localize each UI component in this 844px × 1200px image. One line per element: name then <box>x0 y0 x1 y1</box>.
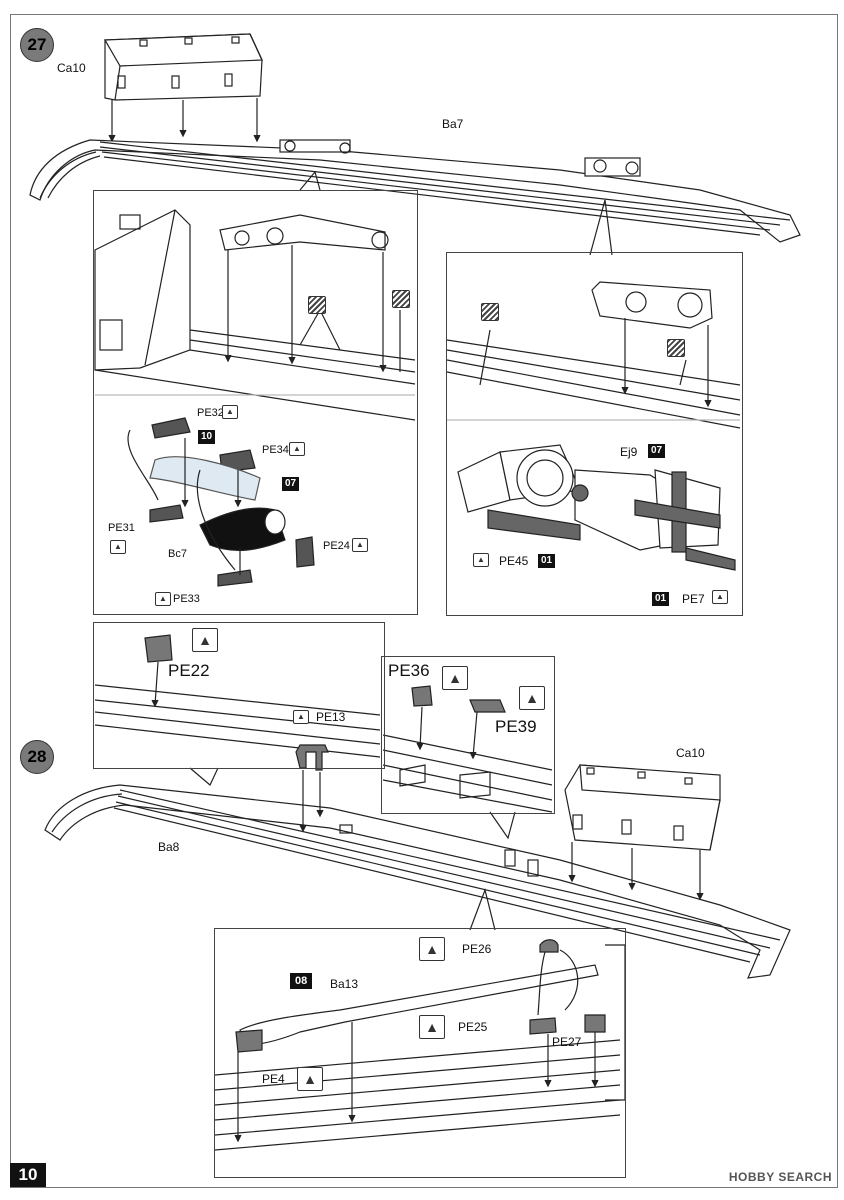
code-08: 08 <box>290 973 313 989</box>
code-07: 07 <box>648 444 666 458</box>
step-number-27: 27 <box>20 28 54 62</box>
code-10: 10 <box>198 430 216 444</box>
label-pe4: PE4 <box>262 1072 285 1086</box>
hatch-icon <box>481 303 499 321</box>
code-07: 07 <box>282 477 300 491</box>
arrow-up-icon: ▲ <box>297 1067 323 1091</box>
step-number-28: 28 <box>20 740 54 774</box>
step27-right-panel <box>446 252 743 616</box>
arrow-up-icon: ▲ <box>293 710 309 724</box>
label-pe39: PE39 <box>495 717 537 736</box>
label-pe45: PE45 <box>499 554 529 568</box>
arrow-up-icon: ▲ <box>419 1015 445 1039</box>
arrow-up-icon: ▲ <box>110 540 126 554</box>
arrow-up-icon: ▲ <box>155 592 171 606</box>
code-01: 01 <box>538 554 556 568</box>
label-ca10-step27: Ca10 <box>57 61 86 75</box>
hatch-icon <box>308 296 326 314</box>
label-ba8: Ba8 <box>158 840 180 854</box>
label-pe34: PE34 <box>262 444 289 456</box>
label-pe13: PE13 <box>316 710 346 724</box>
hatch-icon <box>667 339 685 357</box>
hatch-icon <box>392 290 410 308</box>
label-pe22: PE22 <box>168 661 210 680</box>
label-pe26: PE26 <box>462 942 492 956</box>
running-board-ba7 <box>29 139 801 243</box>
toolbox-ca10-step28 <box>564 764 721 901</box>
panel-left-detail <box>94 209 416 587</box>
arrow-up-icon: ▲ <box>519 686 545 710</box>
label-pe32: PE32 <box>197 407 224 419</box>
step28-pe22-panel <box>93 622 385 769</box>
label-pe36: PE36 <box>388 661 430 680</box>
label-pe33: PE33 <box>173 593 200 605</box>
step27-left-panel <box>93 190 418 615</box>
label-ba7: Ba7 <box>442 117 464 131</box>
arrow-up-icon: ▲ <box>289 442 305 456</box>
panel-right-detail <box>446 281 741 571</box>
arrow-up-icon: ▲ <box>222 405 238 419</box>
toolbox-ca10-step27 <box>103 33 263 143</box>
arrow-up-icon: ▲ <box>192 628 218 652</box>
arrow-up-icon: ▲ <box>473 553 489 567</box>
arrow-up-icon: ▲ <box>419 937 445 961</box>
page-number: 10 <box>10 1163 46 1187</box>
page-frame <box>10 14 838 1188</box>
label-bc7: Bc7 <box>168 548 187 560</box>
running-board-ba8 <box>44 744 791 979</box>
label-ej9: Ej9 <box>620 445 638 459</box>
label-ba13: Ba13 <box>330 977 359 991</box>
panel-pe22 <box>94 634 381 758</box>
label-ca10-step28: Ca10 <box>676 746 705 760</box>
label-pe7: PE7 <box>682 592 705 606</box>
label-pe25: PE25 <box>458 1020 488 1034</box>
arrow-up-icon: ▲ <box>712 590 728 604</box>
watermark: HOBBY SEARCH <box>728 1170 832 1184</box>
step28-bottom-panel <box>214 928 626 1178</box>
label-pe31: PE31 <box>108 522 135 534</box>
code-01: 01 <box>652 592 670 606</box>
arrow-up-icon: ▲ <box>442 666 468 690</box>
panel-bottom-detail <box>214 939 626 1151</box>
arrow-up-icon: ▲ <box>352 538 368 552</box>
panel-pe36-pe39 <box>382 685 553 813</box>
step28-pe36-panel <box>381 656 555 814</box>
label-pe27: PE27 <box>552 1035 582 1049</box>
label-pe24: PE24 <box>323 540 350 552</box>
